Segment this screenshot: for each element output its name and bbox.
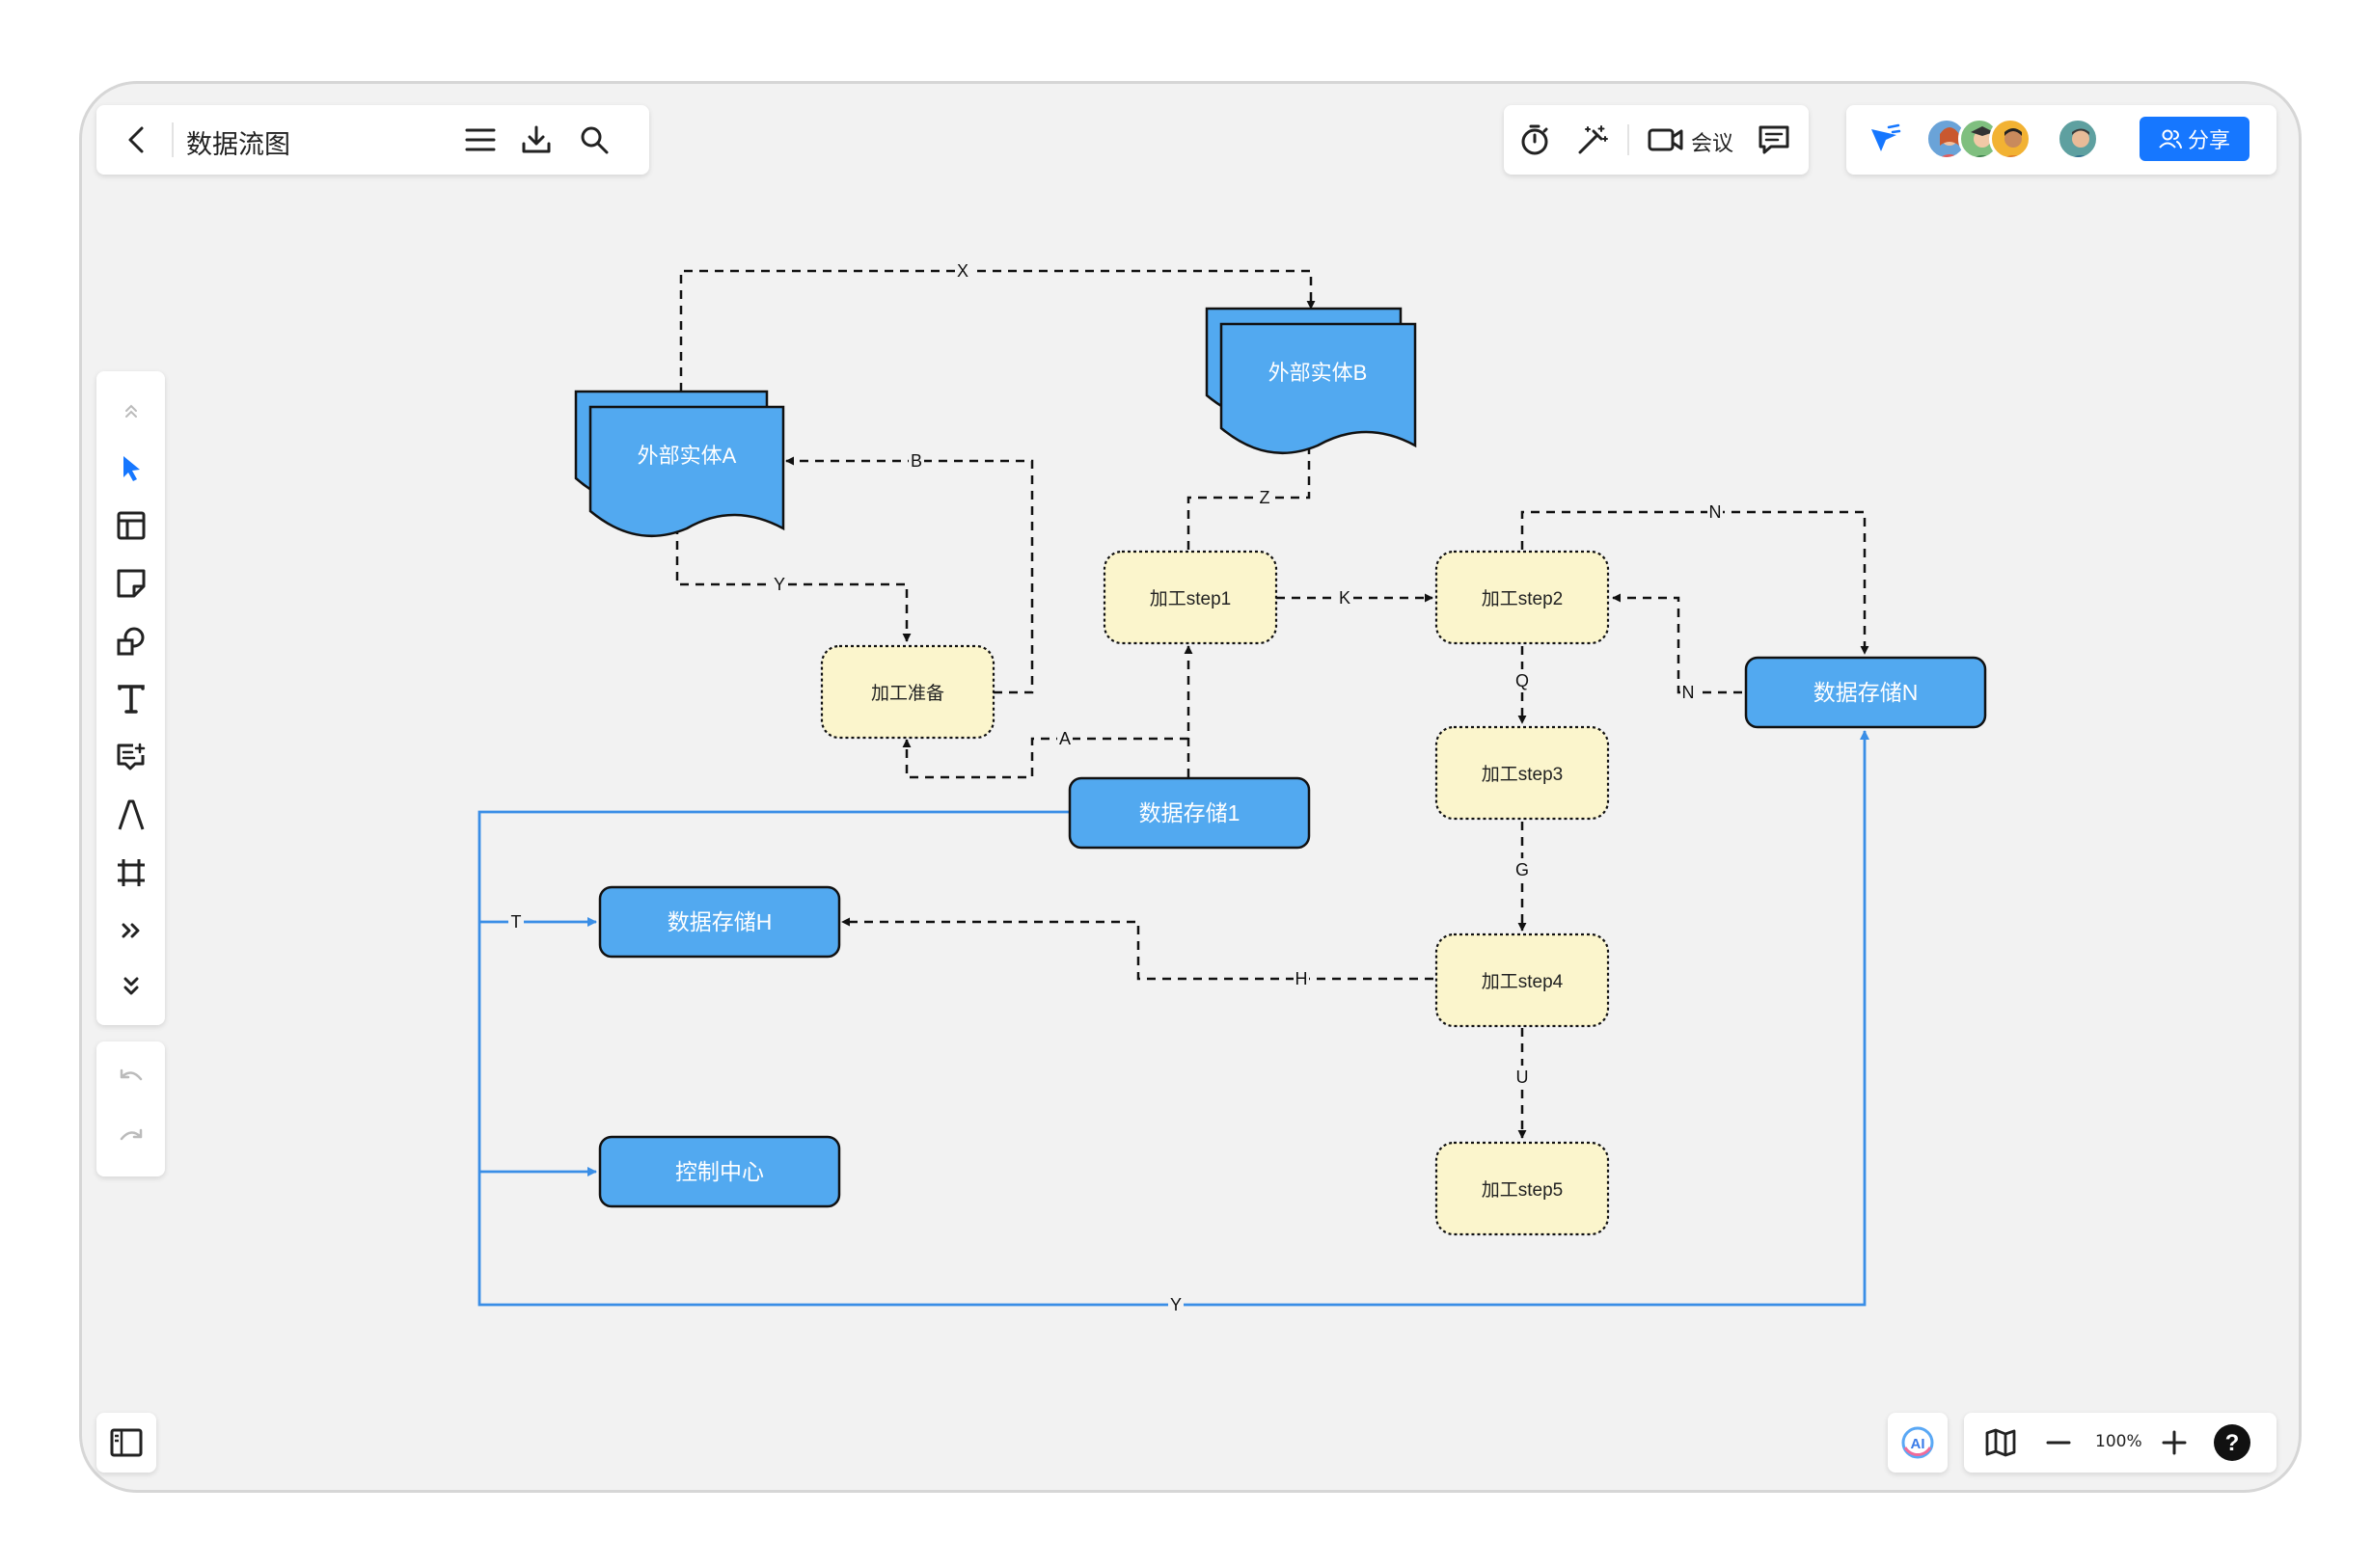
svg-text:?: ? <box>2225 1430 2240 1456</box>
users-icon <box>2159 128 2182 149</box>
node-label: 数据存储H <box>668 909 773 934</box>
edge-h[interactable] <box>841 917 1433 981</box>
node-label: 加工step1 <box>1150 588 1231 609</box>
node-process-step1[interactable]: 加工step1 <box>1103 550 1278 645</box>
edge-label-n-side: N <box>1682 683 1695 702</box>
page-title: 数据流图 <box>186 130 290 160</box>
collapse-up-icon[interactable] <box>112 396 150 425</box>
zoom-level[interactable]: 100% <box>2095 1432 2142 1451</box>
expand-down-icon[interactable] <box>112 967 150 1006</box>
node-label: 数据存储1 <box>1139 800 1241 825</box>
edge-label-k: K <box>1339 588 1350 608</box>
cursor-follow-icon[interactable] <box>1866 121 1904 159</box>
avatar[interactable] <box>2057 118 2099 160</box>
edge-store1-trunk[interactable] <box>477 730 1869 1307</box>
edge-a[interactable] <box>902 737 1188 779</box>
node-store-n[interactable]: 数据存储N <box>1744 656 1987 729</box>
avatar[interactable] <box>1989 118 2031 160</box>
pen-icon[interactable] <box>112 796 150 834</box>
map-icon[interactable] <box>1981 1423 2020 1462</box>
edge-n-top[interactable] <box>1520 510 1869 655</box>
edge-label-h: H <box>1295 969 1308 988</box>
edge-x[interactable] <box>679 269 1316 392</box>
node-process-step2[interactable]: 加工step2 <box>1434 550 1610 645</box>
ai-icon: AI <box>1898 1423 1937 1462</box>
select-pointer-icon[interactable] <box>112 448 150 487</box>
text-icon[interactable] <box>112 680 150 718</box>
avatar[interactable] <box>1925 118 1968 160</box>
edge-label-y1: Y <box>774 575 785 594</box>
template-icon[interactable] <box>112 506 150 545</box>
history-panel <box>96 1041 165 1176</box>
video-icon[interactable] <box>1647 121 1685 159</box>
magic-wand-icon[interactable] <box>1573 121 1612 159</box>
timer-icon[interactable] <box>1515 121 1554 159</box>
edge-label-n-top: N <box>1709 502 1722 522</box>
node-external-entity-b[interactable]: 外部实体B <box>1205 307 1417 455</box>
edge-z[interactable] <box>1186 439 1314 550</box>
sticky-note-icon[interactable] <box>112 564 150 603</box>
zoom-panel: 100% ? <box>1964 1413 2277 1473</box>
add-comment-icon[interactable] <box>112 738 150 776</box>
edge-label-b: B <box>911 451 922 471</box>
node-store-h[interactable]: 数据存储H <box>598 885 841 959</box>
node-label: 加工step2 <box>1482 588 1563 609</box>
comment-icon[interactable] <box>1755 121 1793 159</box>
node-control-center[interactable]: 控制中心 <box>598 1135 841 1208</box>
share-button[interactable]: 分享 <box>2140 117 2249 161</box>
node-label: 加工step4 <box>1482 971 1564 992</box>
sidebar-toggle-button[interactable] <box>96 1413 156 1473</box>
edge-label-z: Z <box>1260 488 1270 507</box>
frame-icon[interactable] <box>112 853 150 892</box>
edge-label-g: G <box>1515 860 1529 879</box>
menu-icon[interactable] <box>461 121 500 159</box>
edge-label-t: T <box>511 912 522 932</box>
edge-n-side[interactable] <box>1612 593 1742 694</box>
meeting-label[interactable]: 会议 <box>1691 132 1734 156</box>
collab-toolbar: 会议 <box>1504 105 1809 175</box>
svg-text:AI: AI <box>1911 1436 1925 1452</box>
divider <box>1627 124 1629 155</box>
edge-y1[interactable] <box>675 526 912 642</box>
node-label: 外部实体B <box>1268 361 1368 385</box>
tool-palette <box>96 371 165 1025</box>
edge-label-q: Q <box>1515 671 1529 690</box>
node-label: 数据存储N <box>1813 680 1919 705</box>
zoom-out-icon[interactable] <box>2039 1423 2078 1462</box>
node-process-step5[interactable]: 加工step5 <box>1434 1141 1610 1236</box>
edge-label-a: A <box>1059 729 1071 748</box>
download-icon[interactable] <box>517 121 556 159</box>
node-label: 加工准备 <box>871 683 944 704</box>
node-store-1[interactable]: 数据存储1 <box>1068 776 1311 850</box>
more-tools-icon[interactable] <box>112 911 150 950</box>
edge-label-x: X <box>957 261 968 281</box>
chevron-left-icon[interactable] <box>118 121 156 159</box>
sidebar-toggle-icon <box>107 1423 146 1462</box>
node-process-step3[interactable]: 加工step3 <box>1434 725 1610 821</box>
node-label: 加工step5 <box>1482 1179 1563 1201</box>
shapes-icon[interactable] <box>112 622 150 661</box>
ai-assistant-button[interactable]: AI <box>1888 1413 1948 1473</box>
edge-label-y2: Y <box>1170 1295 1182 1314</box>
node-label: 控制中心 <box>675 1159 764 1184</box>
share-label: 分享 <box>2187 129 2230 153</box>
node-process-prep[interactable]: 加工准备 <box>820 644 995 740</box>
node-label: 外部实体A <box>638 444 737 468</box>
node-external-entity-a[interactable]: 外部实体A <box>574 390 785 538</box>
redo-icon[interactable] <box>112 1119 150 1157</box>
help-icon[interactable]: ? <box>2213 1423 2251 1462</box>
node-label: 加工step3 <box>1482 764 1563 785</box>
edge-label-u: U <box>1516 1068 1529 1087</box>
search-icon[interactable] <box>575 121 613 159</box>
node-process-step4[interactable]: 加工step4 <box>1434 933 1610 1028</box>
zoom-in-icon[interactable] <box>2155 1423 2194 1462</box>
undo-icon[interactable] <box>112 1059 150 1097</box>
divider <box>172 122 174 157</box>
title-toolbar: 数据流图 <box>96 105 649 175</box>
